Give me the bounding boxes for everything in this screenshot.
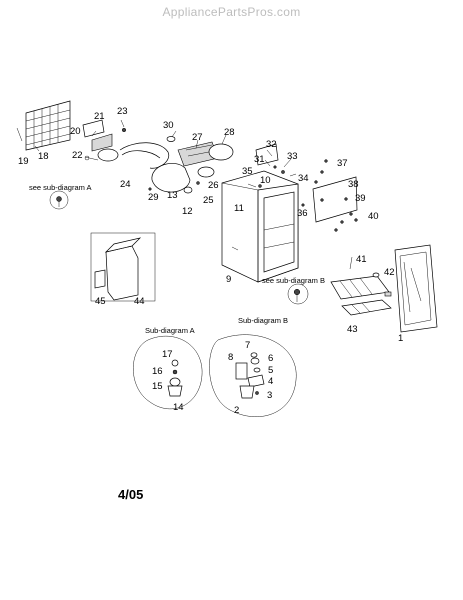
callout-15: 15: [152, 381, 163, 392]
callout-20: 20: [70, 126, 81, 137]
callout-39: 39: [355, 193, 366, 204]
callout-35: 35: [242, 166, 253, 177]
sub-diagram-a: [133, 335, 203, 410]
cooling-unit: [166, 136, 234, 178]
callout-11: 11: [234, 203, 244, 214]
leveling-foot-a: [49, 190, 69, 210]
shipping-carton: [90, 232, 156, 302]
relay-assembly: [82, 119, 127, 162]
callout-18: 18: [38, 151, 49, 162]
see-sub-diagram-a-caption: see sub-diagram A: [29, 183, 92, 192]
callout-9: 9: [226, 274, 232, 285]
condenser-grille: [16, 100, 71, 151]
wire-shelves: [330, 272, 392, 316]
callout-1: 1: [398, 333, 404, 344]
callout-6: 6: [268, 353, 274, 364]
see-sub-diagram-b-caption: see sub-diagram B: [262, 276, 325, 285]
leveling-foot-b: [287, 283, 309, 305]
callout-45: 45: [95, 296, 106, 307]
callout-16: 16: [152, 366, 163, 377]
leader-lines: [34, 119, 353, 270]
cabinet: [221, 170, 299, 283]
callout-31: 31: [254, 154, 265, 165]
callout-23: 23: [117, 106, 128, 117]
callout-12: 12: [182, 206, 193, 217]
thermostat: [255, 143, 285, 174]
watermark-text: AppliancePartsPros.com: [162, 5, 301, 19]
date-code: 4/05: [118, 487, 144, 502]
compressor: [148, 163, 200, 194]
callout-29: 29: [148, 192, 159, 203]
callout-28: 28: [224, 127, 235, 138]
callout-38: 38: [348, 179, 359, 190]
sub-diagram-a-title: Sub-diagram A: [145, 326, 195, 335]
callout-8: 8: [228, 352, 234, 363]
callout-19: 19: [18, 156, 29, 167]
callout-14: 14: [173, 402, 184, 413]
callout-13: 13: [167, 190, 178, 201]
callout-17: 17: [162, 349, 173, 360]
callout-5: 5: [268, 365, 274, 376]
callout-43: 43: [347, 324, 358, 335]
callout-34: 34: [298, 173, 309, 184]
callout-25: 25: [203, 195, 214, 206]
callout-42: 42: [384, 267, 395, 278]
callout-30: 30: [163, 120, 174, 131]
wire-harness: [119, 142, 170, 169]
callout-37: 37: [337, 158, 348, 169]
callout-22: 22: [72, 150, 83, 161]
callout-33: 33: [287, 151, 298, 162]
callout-41: 41: [356, 254, 367, 265]
callout-7: 7: [245, 340, 251, 351]
callout-2: 2: [234, 405, 240, 416]
callout-27: 27: [192, 132, 203, 143]
callout-40: 40: [368, 211, 379, 222]
callout-4: 4: [268, 376, 274, 387]
callout-3: 3: [267, 390, 273, 401]
door: [394, 244, 438, 333]
control-panel: [301, 159, 358, 232]
callout-10: 10: [260, 175, 271, 186]
callout-21: 21: [94, 111, 105, 122]
callout-32: 32: [266, 139, 277, 150]
sub-diagram-b-title: Sub-diagram B: [238, 316, 289, 325]
callout-36: 36: [297, 208, 308, 219]
callout-24: 24: [120, 179, 131, 190]
callout-44: 44: [134, 296, 145, 307]
callout-26: 26: [208, 180, 219, 191]
sub-diagram-b: [209, 334, 297, 417]
